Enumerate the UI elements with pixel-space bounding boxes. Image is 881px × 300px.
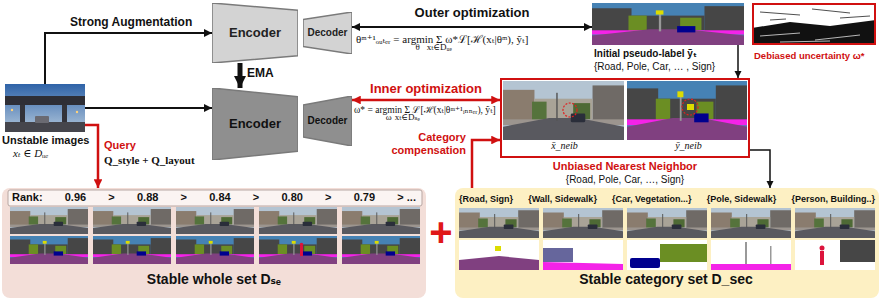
decoder-block: Decoder: [303, 96, 352, 146]
block-label: Decoder: [307, 27, 347, 39]
edge-label: Strong Augmentation: [70, 15, 192, 29]
connector-arrow: [472, 140, 500, 188]
math-symbol: xₜ ∈ Dᵤₑ: [13, 147, 48, 160]
stable-whole-set-panel: Stable whole set Dₛₑ: [2, 188, 426, 298]
connector-arrow: [750, 150, 770, 188]
category-tag: {Pole, Sidewalk}: [707, 194, 777, 205]
rank-value: > ...: [397, 191, 416, 204]
uncertainty-map: Debiased uncertainty ω*: [752, 3, 876, 45]
block-label: Decoder: [307, 115, 347, 127]
class-list: {Road, Pole, Car, …, Sign}: [502, 174, 748, 186]
connector-arrow: [737, 45, 739, 78]
rank-value: 0.80: [281, 191, 302, 204]
block-label: Encoder: [229, 116, 281, 132]
panel-title: Stable whole set Dₛₑ: [2, 271, 426, 288]
decoder-block: Decoder: [303, 12, 352, 54]
rank-value: >: [325, 191, 331, 204]
connector-arrow: [352, 26, 592, 28]
category-tag: {Car, Vegetation...}: [612, 194, 692, 205]
image-caption: Unstable images: [2, 134, 89, 147]
edge-label: EMA: [247, 66, 274, 80]
category-tag: {Wall, Sidewalk}: [528, 194, 597, 205]
connector-arrow: [45, 33, 212, 84]
edge-label: Category compensation: [376, 131, 466, 157]
box-caption: Unbiased Nearest Neighbor: [502, 160, 748, 173]
plus-sign: +: [427, 208, 455, 256]
formula-subscript: ω: [386, 112, 392, 123]
formula-subscript: θ: [416, 42, 420, 53]
connector-arrow: [238, 63, 243, 88]
rank-value: >: [108, 191, 114, 204]
panel-title: Stable category set D_sec: [454, 271, 878, 288]
class-list: {Road, Pole, Car, … , Sign}: [594, 61, 715, 73]
category-tag: {Person, Building..}: [791, 194, 875, 205]
connector-arrow: [85, 107, 212, 109]
rank-value: Rank:: [12, 191, 43, 204]
rank-value: >: [253, 191, 259, 204]
rank-value: 0.88: [137, 191, 158, 204]
math-symbol: ȳ_neib: [629, 140, 748, 152]
edge-label: Inner optimization: [370, 81, 482, 97]
pseudo-label-image: Initial pseudo-label ỹₜ{Road, Pole, Car,…: [592, 3, 744, 45]
rank-value: 0.79: [354, 191, 375, 204]
block-label: Encoder: [229, 25, 281, 41]
formula-subscript: xₜ∈Dᵤₑ: [427, 42, 452, 53]
rank-row: Rank: 0.96 >0.88 >0.84 >0.80 >0.79 > ...: [12, 190, 416, 206]
edge-label: Outer optimization: [415, 5, 530, 21]
image-caption: Debiased uncertainty ω*: [754, 50, 864, 61]
input-image: Unstable imagesxₜ ∈ Dᵤₑ: [5, 84, 85, 132]
neighbor-box: x̄_neibȳ_neibUnbiased Nearest Neighbor{R…: [500, 78, 750, 158]
rank-value: 0.96: [65, 191, 86, 204]
query-terms: Q_style + Q_layout: [104, 154, 195, 167]
image-caption: Initial pseudo-label ỹₜ: [594, 48, 697, 60]
stable-category-set-panel: Stable category set D_sec: [455, 188, 879, 298]
category-row: {Road, Sign} {Wall, Sidewalk} {Car, Vegeta…: [459, 193, 875, 206]
formula-subscript: xₜ∈Dₛₑ: [395, 112, 420, 123]
encoder-block: Encoder: [212, 88, 298, 160]
rank-value: 0.84: [209, 191, 230, 204]
math-symbol: x̄_neib: [505, 140, 624, 152]
rank-value: >: [181, 191, 187, 204]
connector-arrow: [352, 99, 500, 102]
formula: ω* = argmin Σ ℒ[ℋ(xₜ|θᵐ⁺¹ᵢₙₙₑᵣ), ỹₜ]: [354, 104, 496, 115]
encoder-block: Encoder: [212, 3, 298, 63]
edge-label: Query: [104, 139, 136, 152]
category-tag: {Road, Sign}: [459, 194, 513, 205]
